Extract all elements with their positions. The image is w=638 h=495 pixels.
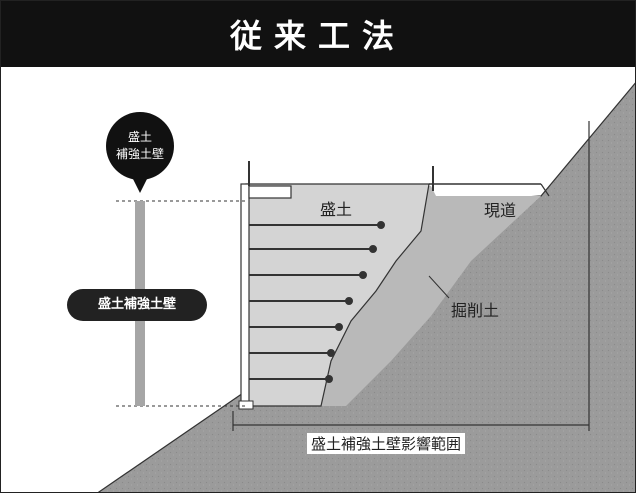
wall-coping bbox=[248, 185, 292, 199]
influence-range-label: 盛土補強土壁影響範囲 bbox=[307, 433, 466, 454]
title-bar: 従来工法 bbox=[1, 1, 635, 67]
callout-pointer bbox=[132, 177, 148, 193]
excavation-label: 掘削土 bbox=[451, 301, 500, 320]
page-title: 従来工法 bbox=[229, 17, 406, 55]
fill-label: 盛土 bbox=[320, 200, 353, 219]
callout-text: 盛土 補強土壁 bbox=[106, 129, 174, 163]
wall-type-pill: 盛土補強土壁 bbox=[67, 289, 207, 321]
callout-line-1: 盛土 bbox=[127, 130, 152, 144]
road-label: 現道 bbox=[484, 201, 517, 220]
road-post-right bbox=[540, 183, 550, 197]
callout-line-2: 補強土壁 bbox=[115, 147, 164, 161]
wall-footing bbox=[238, 400, 254, 410]
reinforcement-strips bbox=[249, 221, 385, 383]
excavation-leader bbox=[428, 275, 450, 299]
wall-facing bbox=[240, 183, 250, 407]
fill-embankment bbox=[245, 183, 430, 407]
callout-bubble bbox=[106, 112, 174, 180]
